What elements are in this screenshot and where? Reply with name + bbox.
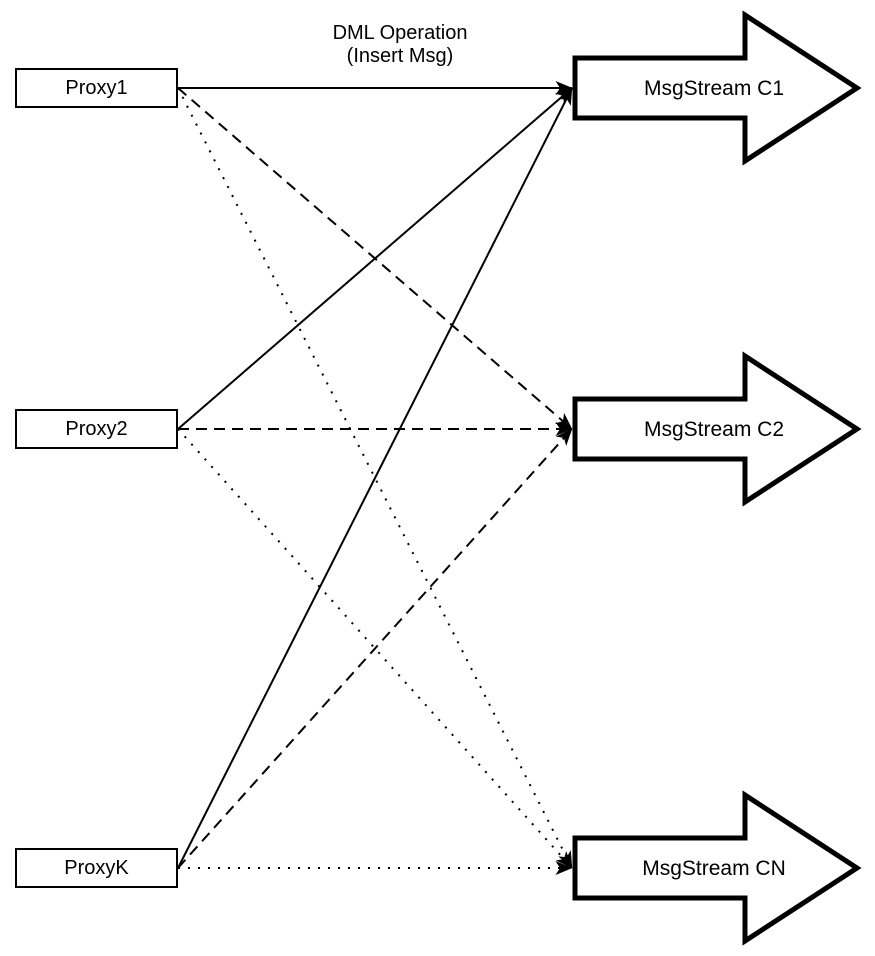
- msgstream-cn-label: MsgStream CN: [642, 857, 786, 880]
- edge-proxyk-to-c2: [177, 428, 573, 869]
- proxy1-label: Proxy1: [65, 76, 128, 99]
- msgstream-c2-arrow-shape: [572, 351, 862, 507]
- proxyk-node: ProxyK: [15, 848, 178, 888]
- annotation-line2: (Insert Msg): [346, 45, 454, 67]
- annotation-line1: DML Operation: [332, 22, 468, 44]
- proxyk-label: ProxyK: [64, 856, 129, 879]
- msgstream-c1-arrow-shape: [572, 10, 862, 166]
- dml-operation-annotation: DML Operation (Insert Msg): [278, 22, 522, 68]
- msgstream-c1-node: MsgStream C1: [572, 10, 862, 166]
- edges-layer: [177, 81, 573, 875]
- proxy1-node: Proxy1: [15, 68, 178, 108]
- msgstream-cn-arrow-shape: [572, 790, 862, 946]
- msgstream-c2-node: MsgStream C2: [572, 351, 862, 507]
- proxy2-label: Proxy2: [65, 417, 128, 440]
- proxy2-node: Proxy2: [15, 409, 178, 449]
- edge-proxy2-to-cn: [177, 428, 573, 869]
- edge-proxyk-to-c1: [177, 87, 573, 869]
- msgstream-cn-node: MsgStream CN: [572, 790, 862, 946]
- edge-proxy2-to-c1: [177, 87, 573, 430]
- msgstream-c2-label: MsgStream C2: [644, 418, 784, 441]
- msgstream-c1-label: MsgStream C1: [644, 77, 784, 100]
